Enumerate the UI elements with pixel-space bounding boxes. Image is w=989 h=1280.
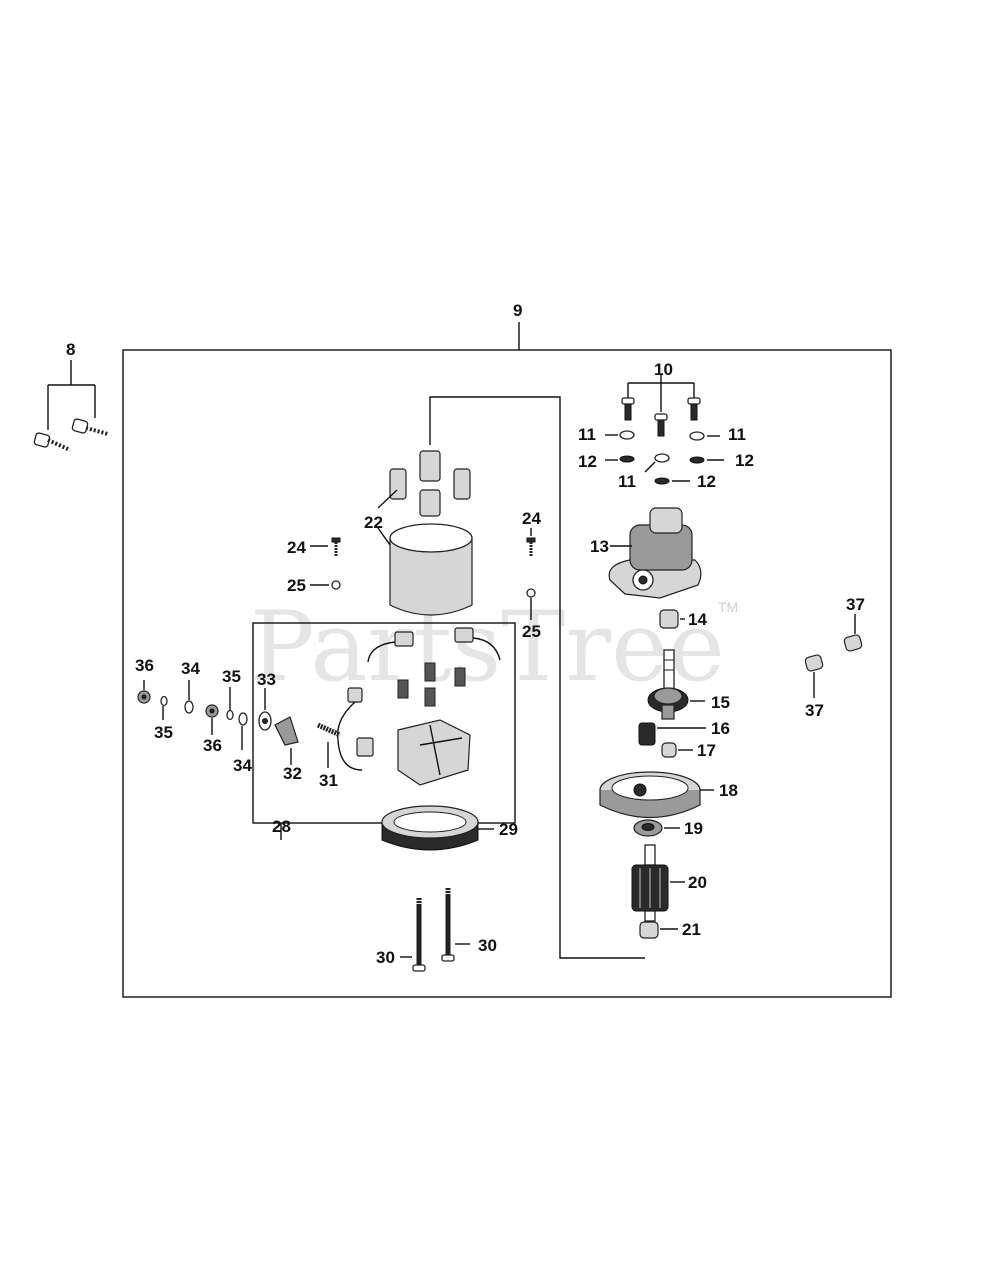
bolt-8-icon [33,360,109,452]
callout-11: 11 [618,472,636,491]
watermark-trademark: TM [718,599,738,615]
callout-36: 36 [135,656,154,675]
callout-33: 33 [257,670,276,689]
callout-18: 18 [719,781,738,800]
callout-14: 14 [688,610,707,629]
callout-20: 20 [688,873,707,892]
callout-10: 10 [654,360,673,379]
spacer-17-icon [661,742,693,758]
washer-12-icon [605,455,724,485]
callout-25: 25 [522,622,541,641]
callout-25: 25 [287,576,306,595]
washer-25-icon [310,580,536,620]
callout-8: 8 [66,340,75,359]
washer-33-icon [258,688,272,731]
through-bolt-30-icon [400,888,470,972]
callout-19: 19 [684,819,703,838]
callout-12: 12 [735,451,754,470]
callout-13: 13 [590,537,609,556]
callout-31: 31 [319,771,338,790]
watermark-text: PartsTree [250,591,725,703]
callout-34: 34 [181,659,200,678]
callout-32: 32 [283,764,302,783]
brush-assembly-icon [336,627,501,786]
callout-30: 30 [376,948,395,967]
assembly-frame [122,349,892,998]
callout-36: 36 [203,736,222,755]
screw-24-icon [310,528,536,556]
callout-30: 30 [478,936,497,955]
bushing-14-icon [659,609,685,629]
nut-36-icon [137,680,219,735]
callout-12: 12 [697,472,716,491]
callout-22: 22 [364,513,383,532]
callout-16: 16 [711,719,730,738]
callout-29: 29 [499,820,518,839]
armature-20-icon [631,844,685,922]
callout-37: 37 [805,701,824,720]
callout-35: 35 [154,723,173,742]
brush-plate-29-icon [381,805,494,851]
callout-12: 12 [578,452,597,471]
pinion-16-icon [638,722,706,746]
callout-21: 21 [682,920,701,939]
gear-15-icon [647,687,705,720]
bearing-19-icon [633,819,680,837]
callout-17: 17 [697,741,716,760]
callout-24: 24 [287,538,306,557]
callout-35: 35 [222,667,241,686]
callout-9: 9 [513,301,522,320]
clip-32-icon [274,716,299,765]
washer-34-icon [184,680,248,750]
callout-34: 34 [233,756,252,775]
bushing-21-icon [639,921,678,939]
drive-shaft-icon [663,649,675,691]
drive-housing-18-icon [599,771,714,818]
washer-11-icon [605,430,720,473]
callout-11: 11 [728,425,746,444]
washer-35-icon [160,687,234,721]
motor-housing-22-icon [377,450,473,616]
callout-15: 15 [711,693,730,712]
end-cap-13-icon [608,507,702,599]
bushing-37-icon [804,614,863,698]
callout-28: 28 [272,817,291,836]
callout-24: 24 [522,509,541,528]
callout-11: 11 [578,425,596,444]
callout-37: 37 [846,595,865,614]
spring-31-icon [316,722,342,768]
screw-10-icon [621,375,701,437]
assembly-bracket [429,396,645,959]
